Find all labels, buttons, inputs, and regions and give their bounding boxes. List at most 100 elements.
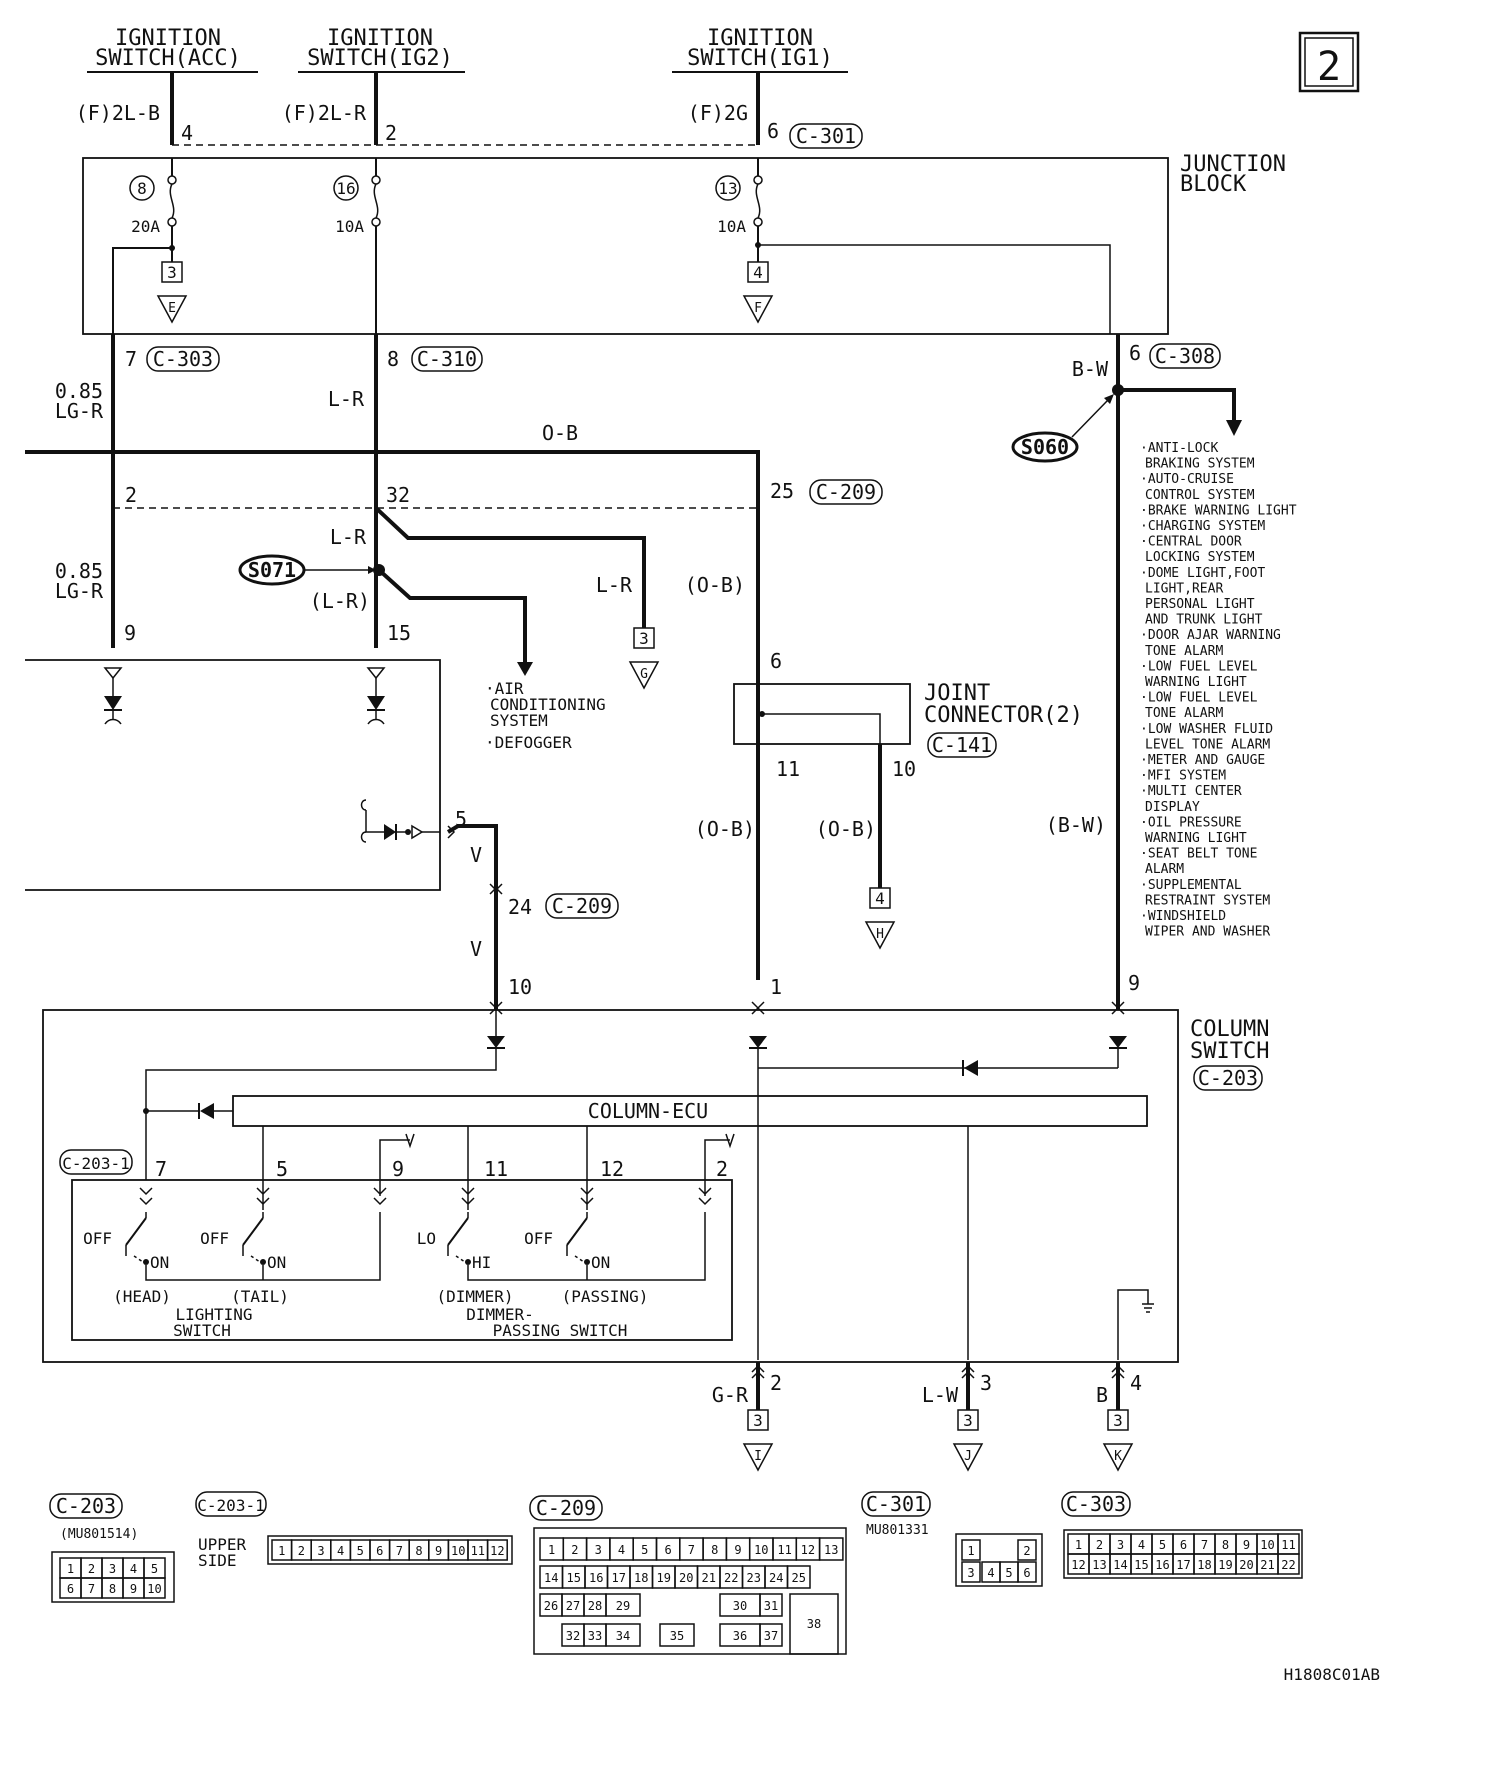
svg-text:C-303: C-303 bbox=[153, 347, 213, 371]
column-switch bbox=[42, 1009, 1179, 1363]
svg-text:C-141: C-141 bbox=[932, 733, 992, 757]
svg-text:(O-B): (O-B) bbox=[816, 817, 876, 841]
pin-cell bbox=[605, 1593, 641, 1617]
pin-cell bbox=[605, 1623, 641, 1647]
svg-text:SWITCH(IG1): SWITCH(IG1) bbox=[687, 46, 833, 71]
system-list-line: LEVEL TONE ALARM bbox=[1145, 737, 1270, 752]
system-list-line: LOCKING SYSTEM bbox=[1145, 550, 1255, 565]
svg-text:2: 2 bbox=[385, 121, 397, 145]
pin-number: 5 bbox=[357, 1544, 364, 1558]
system-list-line: PERSONAL LIGHT bbox=[1145, 597, 1255, 612]
pin-number: 37 bbox=[764, 1629, 778, 1643]
svg-text:V: V bbox=[470, 843, 482, 867]
svg-text:E: E bbox=[168, 301, 176, 316]
pin-number: 2 bbox=[1096, 1538, 1103, 1552]
pin-cell bbox=[759, 1623, 783, 1647]
svg-text:SIDE: SIDE bbox=[198, 1551, 237, 1570]
svg-text:(TAIL): (TAIL) bbox=[231, 1287, 289, 1306]
pin-number: 13 bbox=[1092, 1558, 1106, 1572]
pin-arrow bbox=[698, 1187, 712, 1196]
svg-text:0.85: 0.85 bbox=[55, 559, 103, 583]
system-list-line: AND TRUNK LIGHT bbox=[1145, 613, 1263, 628]
pin-number: 9 bbox=[435, 1544, 442, 1558]
pin-number: 11 bbox=[471, 1544, 485, 1558]
pin-number: 10 bbox=[147, 1582, 161, 1596]
svg-text:SWITCH: SWITCH bbox=[173, 1321, 231, 1340]
pin-number: 33 bbox=[588, 1629, 602, 1643]
pin-arrow bbox=[580, 1187, 594, 1196]
pin-number: 16 bbox=[589, 1571, 603, 1585]
system-list-line: WARNING LIGHT bbox=[1145, 831, 1247, 846]
fuse-8: 8 20A bbox=[129, 175, 177, 236]
ob-wire-color: O-B bbox=[542, 421, 578, 445]
system-list-line: RESTRAINT SYSTEM bbox=[1145, 893, 1270, 908]
pin-number: 9 bbox=[734, 1543, 741, 1557]
svg-text:4: 4 bbox=[1130, 1371, 1142, 1395]
system-list-line: ·CHARGING SYSTEM bbox=[1140, 519, 1265, 534]
svg-text:C-209: C-209 bbox=[552, 894, 612, 918]
svg-text:3: 3 bbox=[963, 1411, 973, 1430]
pin-number: 12 bbox=[801, 1543, 815, 1557]
connector-ref-c209-mid: C-209 bbox=[545, 893, 619, 919]
system-list-line: ·OIL PRESSURE bbox=[1140, 815, 1242, 830]
svg-text:JUNCTION: JUNCTION bbox=[1180, 152, 1286, 177]
pin-number: 29 bbox=[616, 1599, 630, 1613]
pin-number: 6 bbox=[664, 1543, 671, 1557]
svg-text:3: 3 bbox=[639, 629, 649, 648]
pin-number: 27 bbox=[566, 1599, 580, 1613]
svg-text:B-W: B-W bbox=[1072, 357, 1109, 381]
svg-text:CONDITIONING: CONDITIONING bbox=[490, 695, 606, 714]
svg-text:C-301: C-301 bbox=[866, 1492, 926, 1516]
svg-text:C-203-1: C-203-1 bbox=[197, 1496, 264, 1515]
system-list-line: CONTROL SYSTEM bbox=[1145, 488, 1255, 503]
switch-tail: OFF ON bbox=[200, 1212, 286, 1272]
svg-text:PASSING SWITCH: PASSING SWITCH bbox=[493, 1321, 628, 1340]
arrow-box-h: 4 H bbox=[864, 887, 896, 950]
svg-text:(O-B): (O-B) bbox=[685, 573, 745, 597]
svg-text:(DIMMER): (DIMMER) bbox=[436, 1287, 513, 1306]
pin-number: 8 bbox=[415, 1544, 422, 1558]
switch-dimmer: LO HI bbox=[417, 1212, 491, 1272]
pin-number: 7 bbox=[396, 1544, 403, 1558]
pin-number: 11 bbox=[777, 1543, 791, 1557]
svg-text:10A: 10A bbox=[717, 217, 746, 236]
svg-text:3: 3 bbox=[980, 1371, 992, 1395]
pin-number: 7 bbox=[688, 1543, 695, 1557]
svg-text:32: 32 bbox=[386, 483, 410, 507]
pin-number: 14 bbox=[1113, 1558, 1127, 1572]
pin-cell bbox=[659, 1623, 695, 1647]
svg-text:OFF: OFF bbox=[200, 1229, 229, 1248]
svg-text:SWITCH: SWITCH bbox=[1190, 1039, 1269, 1064]
pin-number: 4 bbox=[618, 1543, 625, 1557]
svg-text:9: 9 bbox=[392, 1157, 404, 1181]
svg-text:6: 6 bbox=[770, 649, 782, 673]
svg-text:4: 4 bbox=[753, 263, 763, 282]
svg-text:BLOCK: BLOCK bbox=[1180, 172, 1247, 197]
pin-number: 3 bbox=[317, 1544, 324, 1558]
pin-cell bbox=[818, 1537, 844, 1561]
svg-text:(B-W): (B-W) bbox=[1046, 813, 1106, 837]
svg-text:OFF: OFF bbox=[524, 1229, 553, 1248]
pin-number: 36 bbox=[733, 1629, 747, 1643]
ignition-switch-ig1-label: IGNITION SWITCH(IG1) bbox=[687, 26, 833, 71]
pin-number: 13 bbox=[824, 1543, 838, 1557]
pin-arrow bbox=[373, 1197, 387, 1206]
pin-cell bbox=[1017, 1561, 1037, 1583]
svg-text:COLUMN: COLUMN bbox=[1190, 1017, 1269, 1042]
svg-text:5: 5 bbox=[455, 807, 467, 831]
joint-connector-label: JOINT CONNECTOR(2) bbox=[924, 681, 1083, 728]
pin-number: 28 bbox=[588, 1599, 602, 1613]
pin-number: 24 bbox=[769, 1571, 783, 1585]
pin-cell bbox=[786, 1565, 811, 1589]
svg-text:1: 1 bbox=[770, 975, 782, 999]
pin-number: 1 bbox=[548, 1543, 555, 1557]
pin-number: 6 bbox=[1180, 1538, 1187, 1552]
pin-number: 7 bbox=[1201, 1538, 1208, 1552]
svg-text:2: 2 bbox=[716, 1157, 728, 1181]
svg-text:10A: 10A bbox=[335, 217, 364, 236]
pin-arrow bbox=[461, 1187, 475, 1196]
joint-connector bbox=[733, 683, 911, 745]
system-list-line: ·AUTO-CRUISE bbox=[1140, 472, 1234, 487]
svg-text:UPPER: UPPER bbox=[198, 1535, 247, 1554]
